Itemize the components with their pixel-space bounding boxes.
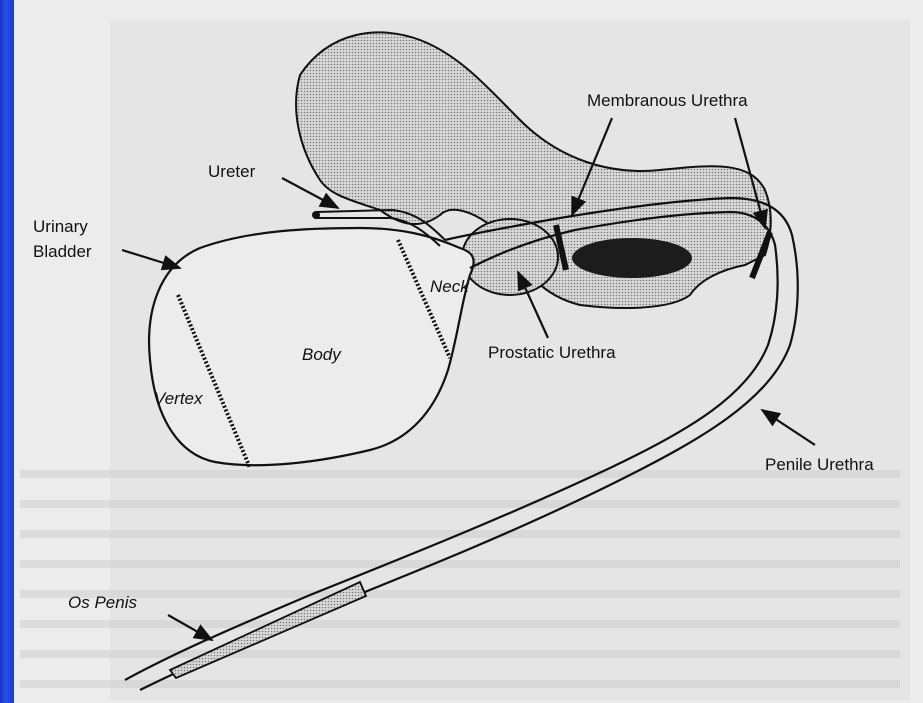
label-penile-urethra: Penile Urethra [765, 455, 874, 474]
label-urinary-bladder-line1: Urinary [33, 217, 88, 236]
background-text-lines [20, 470, 900, 688]
label-urinary-bladder-line2: Bladder [33, 242, 92, 261]
label-os-penis: Os Penis [68, 593, 137, 612]
label-body: Body [302, 345, 342, 364]
label-membranous-urethra: Membranous Urethra [587, 91, 748, 110]
label-ureter: Ureter [208, 162, 256, 181]
penile-urethra-arrow [762, 410, 815, 445]
urinary-bladder-arrow [122, 250, 180, 268]
label-neck: Neck [430, 277, 470, 296]
ureter-tip [312, 211, 320, 219]
prostate-shape [462, 219, 558, 295]
dark-mass-shape [572, 238, 692, 278]
label-vertex: Vertex [154, 389, 203, 408]
label-prostatic-urethra: Prostatic Urethra [488, 343, 616, 362]
